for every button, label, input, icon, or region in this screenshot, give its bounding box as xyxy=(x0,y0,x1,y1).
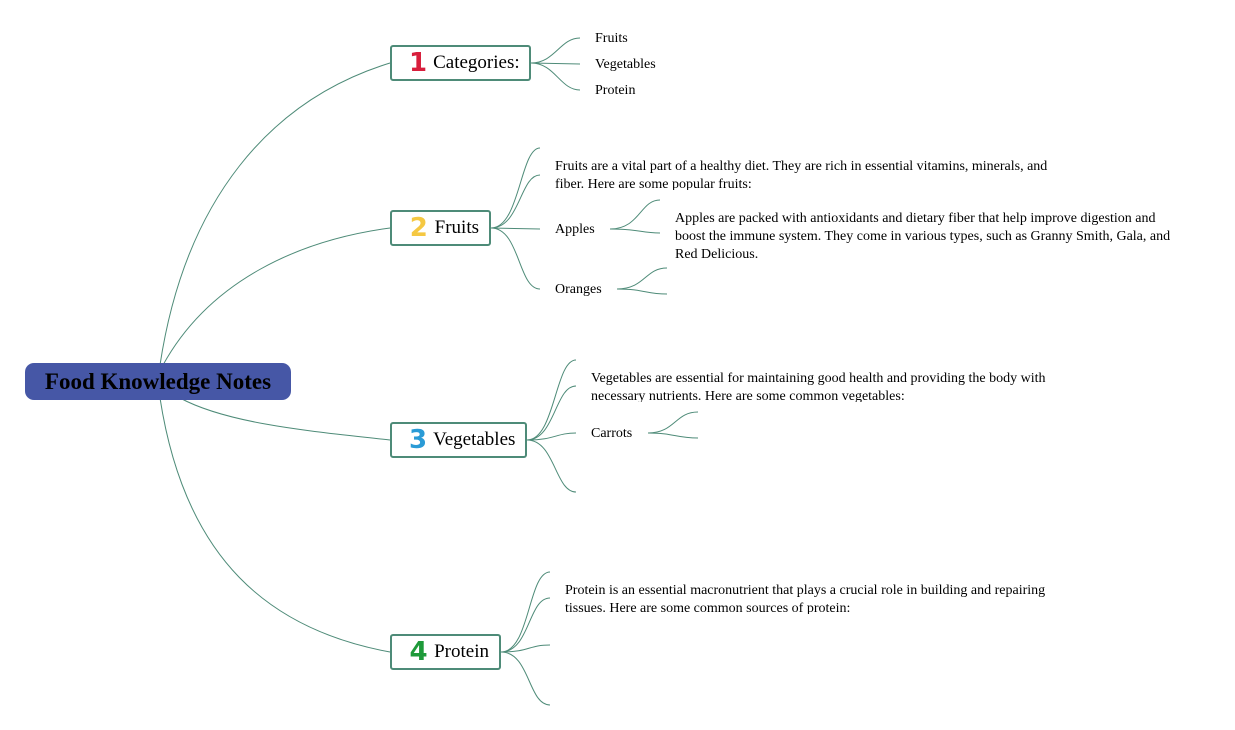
link-apples-2 xyxy=(609,228,661,234)
link-root-fruits xyxy=(162,227,391,366)
number-two-icon: 2 xyxy=(409,213,428,243)
link-vegetables-branch-1 xyxy=(526,359,577,441)
number-three-icon: 3 xyxy=(409,425,428,455)
link-protein-branch-4 xyxy=(500,651,551,706)
subtopic-apples[interactable]: Apples xyxy=(555,222,595,237)
link-fruits-desc xyxy=(490,174,541,229)
subtopic-fruits[interactable]: Fruits xyxy=(595,31,628,46)
link-fruits-branch-1 xyxy=(490,147,541,229)
fruits-description[interactable]: Fruits are a vital part of a healthy die… xyxy=(555,159,1048,190)
link-oranges-2 xyxy=(616,288,668,295)
link-root-protein xyxy=(159,397,391,653)
topic-label: Protein xyxy=(434,641,489,662)
root-node[interactable]: Food Knowledge Notes xyxy=(25,363,291,400)
subtopic-vegetables[interactable]: Vegetables xyxy=(595,57,656,72)
link-categories-fruits xyxy=(530,37,581,64)
apples-description[interactable]: Apples are packed with antioxidants and … xyxy=(675,211,1171,258)
number-one-icon: 1 xyxy=(409,48,428,78)
number-four-icon: 4 xyxy=(409,637,428,667)
link-fruits-oranges xyxy=(490,227,541,290)
link-root-categories xyxy=(159,62,391,366)
link-carrots-1 xyxy=(647,411,699,434)
topic-label: Fruits xyxy=(434,217,479,238)
subtopic-carrots[interactable]: Carrots xyxy=(591,426,633,441)
link-protein-desc xyxy=(500,597,551,653)
link-vegetables-carrots xyxy=(526,432,577,441)
topic-vegetables[interactable]: 3 Vegetables xyxy=(390,422,527,458)
subtopic-protein[interactable]: Protein xyxy=(595,83,636,98)
topic-label: Categories: xyxy=(433,52,520,73)
subtopic-oranges[interactable]: Oranges xyxy=(555,282,602,297)
link-protein-branch-1 xyxy=(500,571,551,653)
protein-description[interactable]: Protein is an essential macronutrient th… xyxy=(565,583,1046,614)
link-apples-1 xyxy=(609,199,661,230)
link-vegetables-desc xyxy=(526,385,577,441)
link-oranges-1 xyxy=(616,267,668,290)
link-fruits-apples xyxy=(490,227,541,230)
vegetables-description[interactable]: Vegetables are essential for maintaining… xyxy=(591,371,1046,402)
link-carrots-2 xyxy=(647,432,699,439)
topic-label: Vegetables xyxy=(433,429,516,450)
topic-protein[interactable]: 4 Protein xyxy=(390,634,501,670)
link-root-vegetables xyxy=(179,397,391,441)
link-protein-branch-3 xyxy=(500,644,551,653)
link-vegetables-branch-4 xyxy=(526,439,577,493)
link-categories-vegetables xyxy=(530,62,581,65)
topic-categories[interactable]: 1 Categories: xyxy=(390,45,531,81)
topic-fruits[interactable]: 2 Fruits xyxy=(390,210,491,246)
root-title: Food Knowledge Notes xyxy=(44,368,272,394)
link-categories-protein xyxy=(530,62,581,91)
